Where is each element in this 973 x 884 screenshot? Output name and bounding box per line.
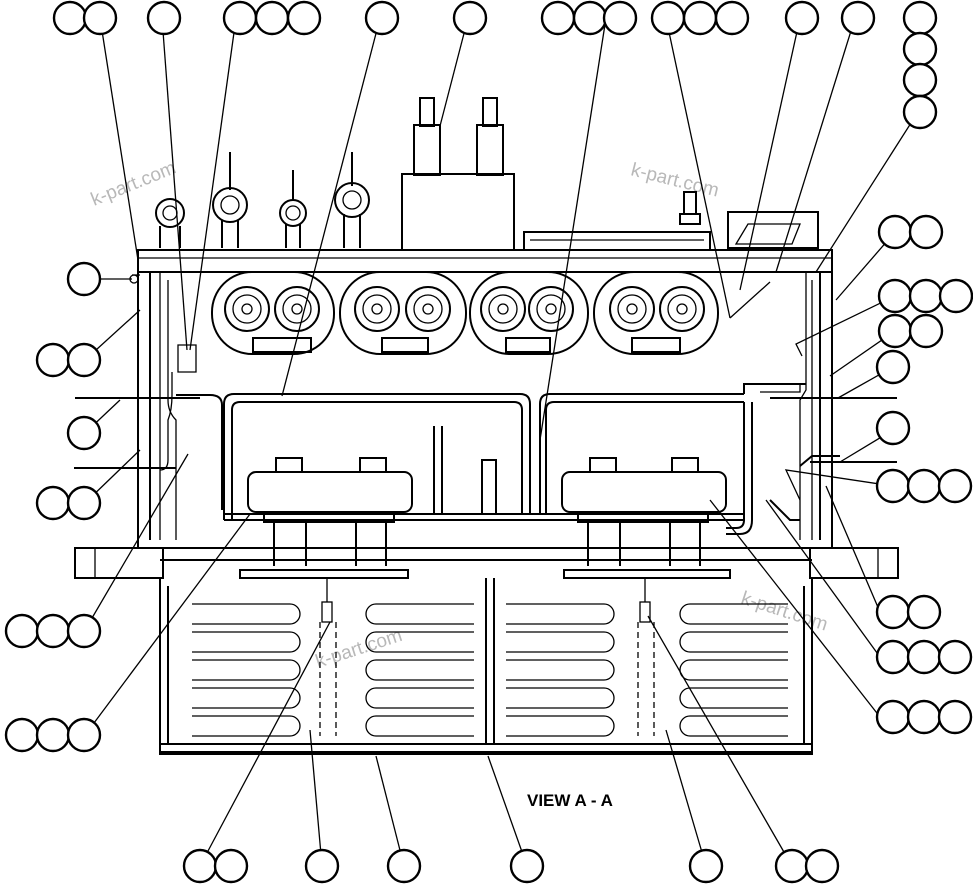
- callout-group: [509, 848, 545, 884]
- resistor-fin: [679, 631, 788, 653]
- top-components: [155, 97, 819, 251]
- terminal-ring: [279, 199, 307, 248]
- resistor-fin: [506, 715, 615, 737]
- callout-group: [688, 848, 724, 884]
- callout-group: [146, 0, 182, 36]
- resistor-fin: [365, 631, 474, 653]
- stud: [679, 191, 701, 225]
- callout-group: [386, 848, 422, 884]
- resistor-fin: [192, 687, 301, 709]
- callout-group: [875, 699, 973, 735]
- contactor-right: [561, 457, 727, 566]
- resistor-fin: [506, 687, 615, 709]
- callout-group: [877, 278, 973, 314]
- callout-group: [4, 613, 102, 649]
- resistor-fin: [192, 603, 301, 625]
- resistor-fin: [679, 659, 788, 681]
- callout-group: [875, 410, 911, 446]
- resistor-fin: [679, 715, 788, 737]
- housing: [74, 249, 899, 579]
- coil-unit: [469, 271, 589, 355]
- resistor-fin: [679, 687, 788, 709]
- bus-bars: [176, 383, 840, 535]
- callout-group: [304, 848, 340, 884]
- callout-group: [364, 0, 400, 36]
- terminal-ring: [155, 198, 185, 248]
- callout-group: [877, 313, 944, 349]
- watermark: k-part.com: [629, 159, 721, 201]
- callout-group: [840, 0, 876, 36]
- coil-unit: [593, 271, 719, 355]
- callout-group: [66, 415, 102, 451]
- callout-group: [182, 848, 249, 884]
- resistor-fin: [506, 631, 615, 653]
- callout-group: [877, 214, 944, 250]
- resistor-fin: [506, 659, 615, 681]
- callout-group: [875, 594, 942, 630]
- callout-group: [52, 0, 118, 36]
- resistor-fin: [192, 715, 301, 737]
- terminal-ring: [334, 182, 370, 248]
- callout-group: [650, 0, 750, 36]
- resistor-fin: [192, 631, 301, 653]
- resistor-fin: [365, 687, 474, 709]
- callout-group: [774, 848, 840, 884]
- callout-group: [784, 0, 820, 36]
- callout-group: [4, 717, 102, 753]
- callout-group: [452, 0, 488, 36]
- callout-group: [875, 349, 911, 385]
- resistor-fin: [365, 715, 474, 737]
- resistor-housing: [159, 569, 813, 755]
- contactor-left: [247, 457, 413, 566]
- coil-unit: [339, 271, 467, 355]
- callout-group: [35, 485, 102, 521]
- callout-group: [902, 0, 938, 130]
- leader-lines: [84, 17, 919, 867]
- resistor-fin: [506, 603, 615, 625]
- callout-group: [66, 261, 102, 297]
- view-label: VIEW A - A: [527, 791, 613, 810]
- callout-group: [35, 342, 102, 378]
- resistor-fin: [365, 603, 474, 625]
- callout-group: [875, 468, 973, 504]
- callout-group: [222, 0, 322, 36]
- watermark: k-part.com: [88, 158, 179, 211]
- resistor-fin: [192, 659, 301, 681]
- resistor-fin: [679, 603, 788, 625]
- relay-block: [401, 97, 515, 251]
- resistor-fin: [365, 659, 474, 681]
- callout-bubbles: [4, 0, 973, 884]
- coil-unit: [211, 271, 335, 355]
- callout-group: [540, 0, 638, 36]
- callout-group: [875, 639, 973, 675]
- coil-row: [211, 271, 719, 355]
- resistor-fins: [192, 603, 788, 737]
- terminal-ring: [212, 187, 248, 248]
- small-box: [727, 211, 819, 249]
